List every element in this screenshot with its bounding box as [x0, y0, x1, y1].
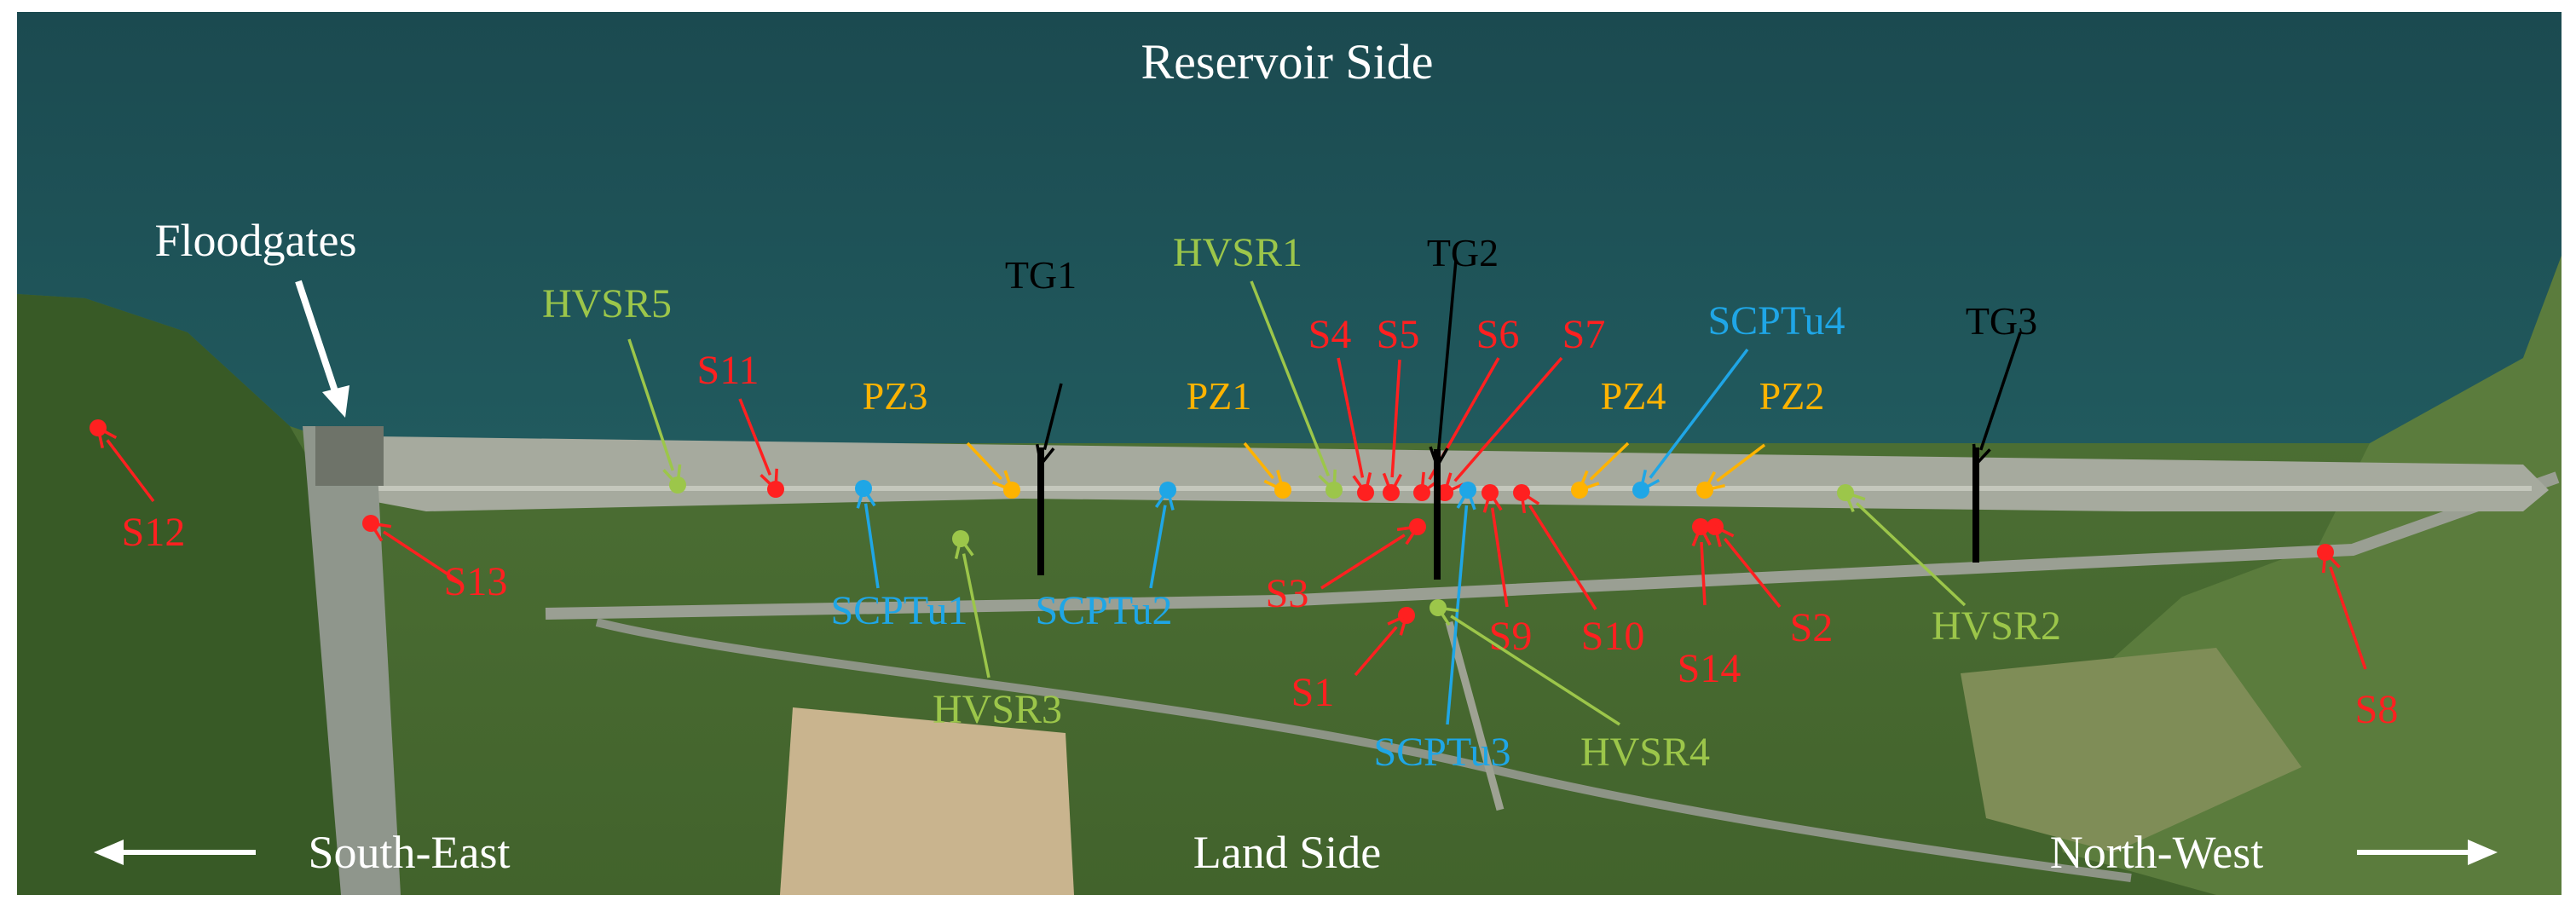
scptu1-label: SCPTu1 [830, 588, 967, 633]
field-patch-2 [1961, 648, 2302, 852]
s9-label: S9 [1489, 614, 1533, 659]
floodgates-label: Floodgates [155, 215, 357, 266]
pz3-label: PZ3 [863, 374, 928, 418]
pz3-arrow [966, 442, 1014, 494]
floodgates-arrow [295, 280, 349, 418]
reservoir-water [17, 12, 2562, 443]
s12-label: S12 [122, 510, 186, 555]
pz4-label: PZ4 [1601, 374, 1666, 418]
tg1-arrow [1035, 383, 1063, 469]
scptu4-label: SCPTu4 [1707, 298, 1845, 343]
s1-label: S1 [1291, 670, 1335, 715]
service-road [595, 618, 2132, 882]
s13-label: S13 [444, 559, 508, 604]
pz1-label: PZ1 [1187, 374, 1252, 418]
north-west-label: North-West [2050, 827, 2264, 878]
s11-label: S11 [697, 348, 760, 393]
hvsr3-label: HVSR3 [933, 687, 1062, 732]
s10-arrow [1519, 489, 1597, 610]
s2-label: S2 [1790, 605, 1834, 650]
field-patch [780, 707, 1074, 895]
floodgates-structure [315, 426, 384, 486]
hvsr1-arrow [1250, 280, 1337, 494]
scptu2-label: SCPTu2 [1035, 588, 1172, 633]
tg3-arrow [1972, 332, 2022, 469]
s3-label: S3 [1266, 571, 1309, 616]
direction-arrows [94, 280, 2498, 865]
s5-label: S5 [1377, 312, 1420, 357]
s12-arrow [95, 424, 155, 503]
s3-arrow [1320, 524, 1421, 590]
hvsr2-arrow [1842, 490, 1967, 607]
north-west-arrow [2357, 840, 2498, 865]
scptu4-arrow [1638, 348, 1749, 494]
s1-arrow [1354, 612, 1409, 677]
pz1-arrow [1243, 442, 1285, 494]
pz2-arrow [1701, 443, 1766, 493]
pz4-arrow [1576, 442, 1630, 493]
scptu2-arrow [1149, 486, 1175, 589]
s4-label: S4 [1308, 312, 1352, 357]
south-east-arrow [94, 840, 256, 865]
scptu3-label: SCPTu3 [1373, 730, 1510, 775]
s5-arrow [1382, 359, 1402, 497]
scptu3-arrow [1446, 486, 1476, 725]
s2-arrow [1713, 523, 1782, 609]
hvsr4-label: HVSR4 [1580, 730, 1710, 775]
map-labels: Reservoir Side Floodgates Land Side Sout… [155, 34, 2264, 878]
s9-arrow [1482, 488, 1509, 608]
pz2-label: PZ2 [1759, 374, 1825, 418]
scptu1-arrow [856, 484, 880, 589]
tg2-arrow [1429, 259, 1458, 470]
access-road [1445, 621, 1505, 811]
s14-label: S14 [1678, 646, 1741, 691]
s6-label: S6 [1476, 312, 1520, 357]
s8-arrow [2321, 548, 2367, 670]
tg1-label: TG1 [1005, 253, 1077, 297]
land-side-label: Land Side [1193, 827, 1381, 878]
s7-arrow [1442, 356, 1563, 496]
spillway-structure [303, 426, 401, 895]
hvsr5-label: HVSR5 [542, 281, 672, 326]
s13-arrow [367, 521, 459, 583]
s4-arrow [1337, 357, 1372, 497]
hvsr2-label: HVSR2 [1932, 603, 2061, 649]
s8-label: S8 [2355, 687, 2399, 732]
hvsr5-arrow [627, 338, 682, 489]
reservoir-side-label: Reservoir Side [1141, 34, 1433, 89]
dam-crest [358, 436, 2549, 511]
s14-arrow [1691, 522, 1712, 606]
hvsr4-arrow [1435, 605, 1620, 726]
tg3-label: TG3 [1966, 299, 2037, 343]
hvsr3-arrow [954, 534, 991, 678]
hvsr1-label: HVSR1 [1173, 230, 1302, 275]
downstream-road [545, 471, 2560, 620]
s7-label: S7 [1562, 312, 1606, 357]
tg2-label: TG2 [1427, 231, 1499, 274]
s11-arrow [738, 398, 778, 493]
south-east-label: South-East [309, 827, 511, 878]
s10-label: S10 [1581, 614, 1645, 659]
